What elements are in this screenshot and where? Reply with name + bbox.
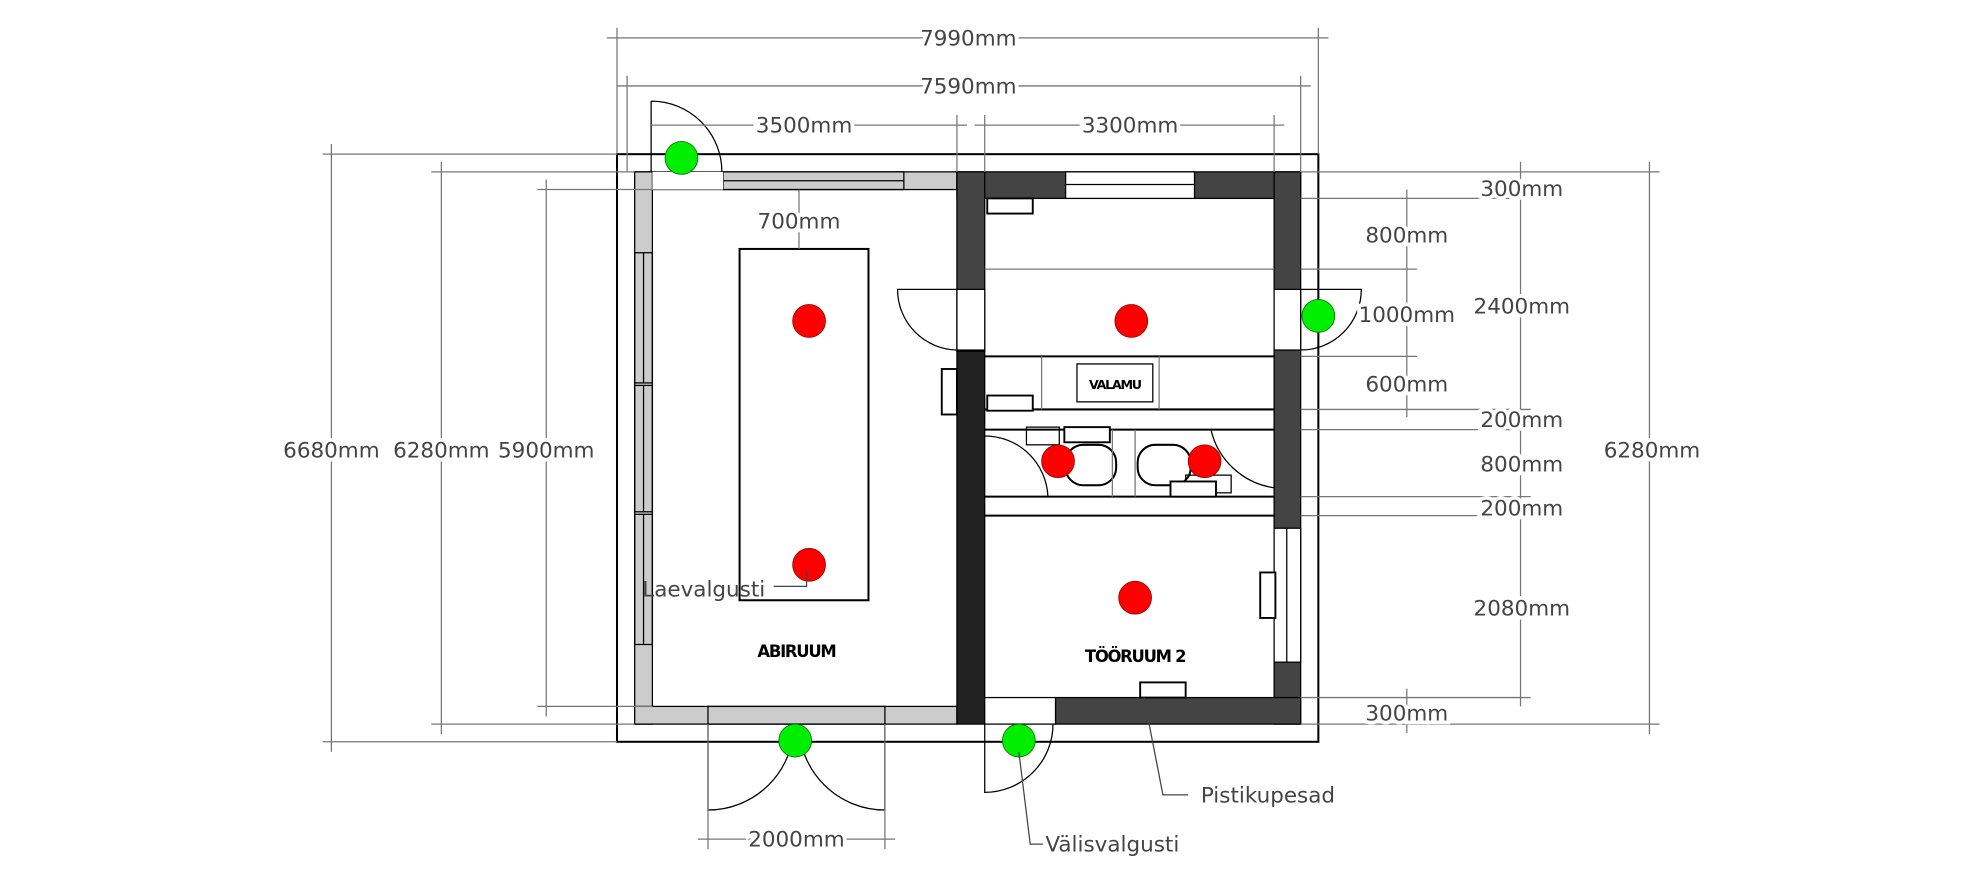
ceiling-light-icon [1118,580,1152,615]
dim-right-2080: 2080mm [1474,596,1570,621]
room-label-tooruum: TÖÖRUUM 2 [1085,647,1185,666]
outdoor-lights [664,141,1336,758]
ceiling-light-icon [1041,444,1075,479]
building-outline [615,153,1320,743]
socket-outlets [940,197,1277,699]
sink-label: VALAMU [1089,377,1142,392]
left-room-windows [634,171,905,725]
ceiling-lights [792,304,1222,615]
outdoor-light-icon [664,141,699,175]
dim-bottom-door: 2000mm [748,828,844,853]
outdoor-light-icon [1301,299,1336,333]
dim-right-200-b: 200mm [1480,497,1563,522]
dim-right-800-top: 800mm [1365,224,1448,249]
label-sockets: Pistikupesad [1201,783,1335,808]
dim-left-mid: 6280mm [393,438,489,463]
dim-left-outer: 6680mm [283,438,379,463]
label-ceiling-light: Laevalgusti [642,577,765,602]
ceiling-light-icon [1187,444,1222,479]
ceiling-light-icon [1114,304,1149,338]
dim-top-total-inner: 7590mm [920,75,1016,100]
dimension-lines [322,27,1660,850]
dim-table-offset: 700mm [758,210,841,235]
dim-top-left-room: 3500mm [756,114,852,139]
table [738,247,870,602]
dim-right-2400: 2400mm [1474,294,1570,319]
ceiling-light-icon [792,304,826,338]
dim-right-600: 600mm [1365,373,1448,398]
leader-lines [773,571,1189,845]
dim-right-door: 1000mm [1359,303,1455,328]
dim-right-total: 6280mm [1604,438,1700,463]
label-outdoor-light: Välisvalgusti [1045,833,1179,858]
outdoor-light-icon [778,723,812,758]
dim-left-inner: 5900mm [498,438,594,463]
dim-top-total-outer: 7990mm [920,26,1016,51]
dim-right-wall-bottom: 300mm [1365,701,1448,726]
ceiling-light-icon [792,548,826,582]
dim-right-wall-top: 300mm [1480,177,1563,202]
right-room-walls [956,171,1302,725]
dim-top-right-room: 3300mm [1082,114,1178,139]
room-label-abiruum: ABIRUUM [757,642,835,661]
dim-right-800-mid: 800mm [1480,452,1563,477]
dim-right-200-a: 200mm [1480,408,1563,433]
